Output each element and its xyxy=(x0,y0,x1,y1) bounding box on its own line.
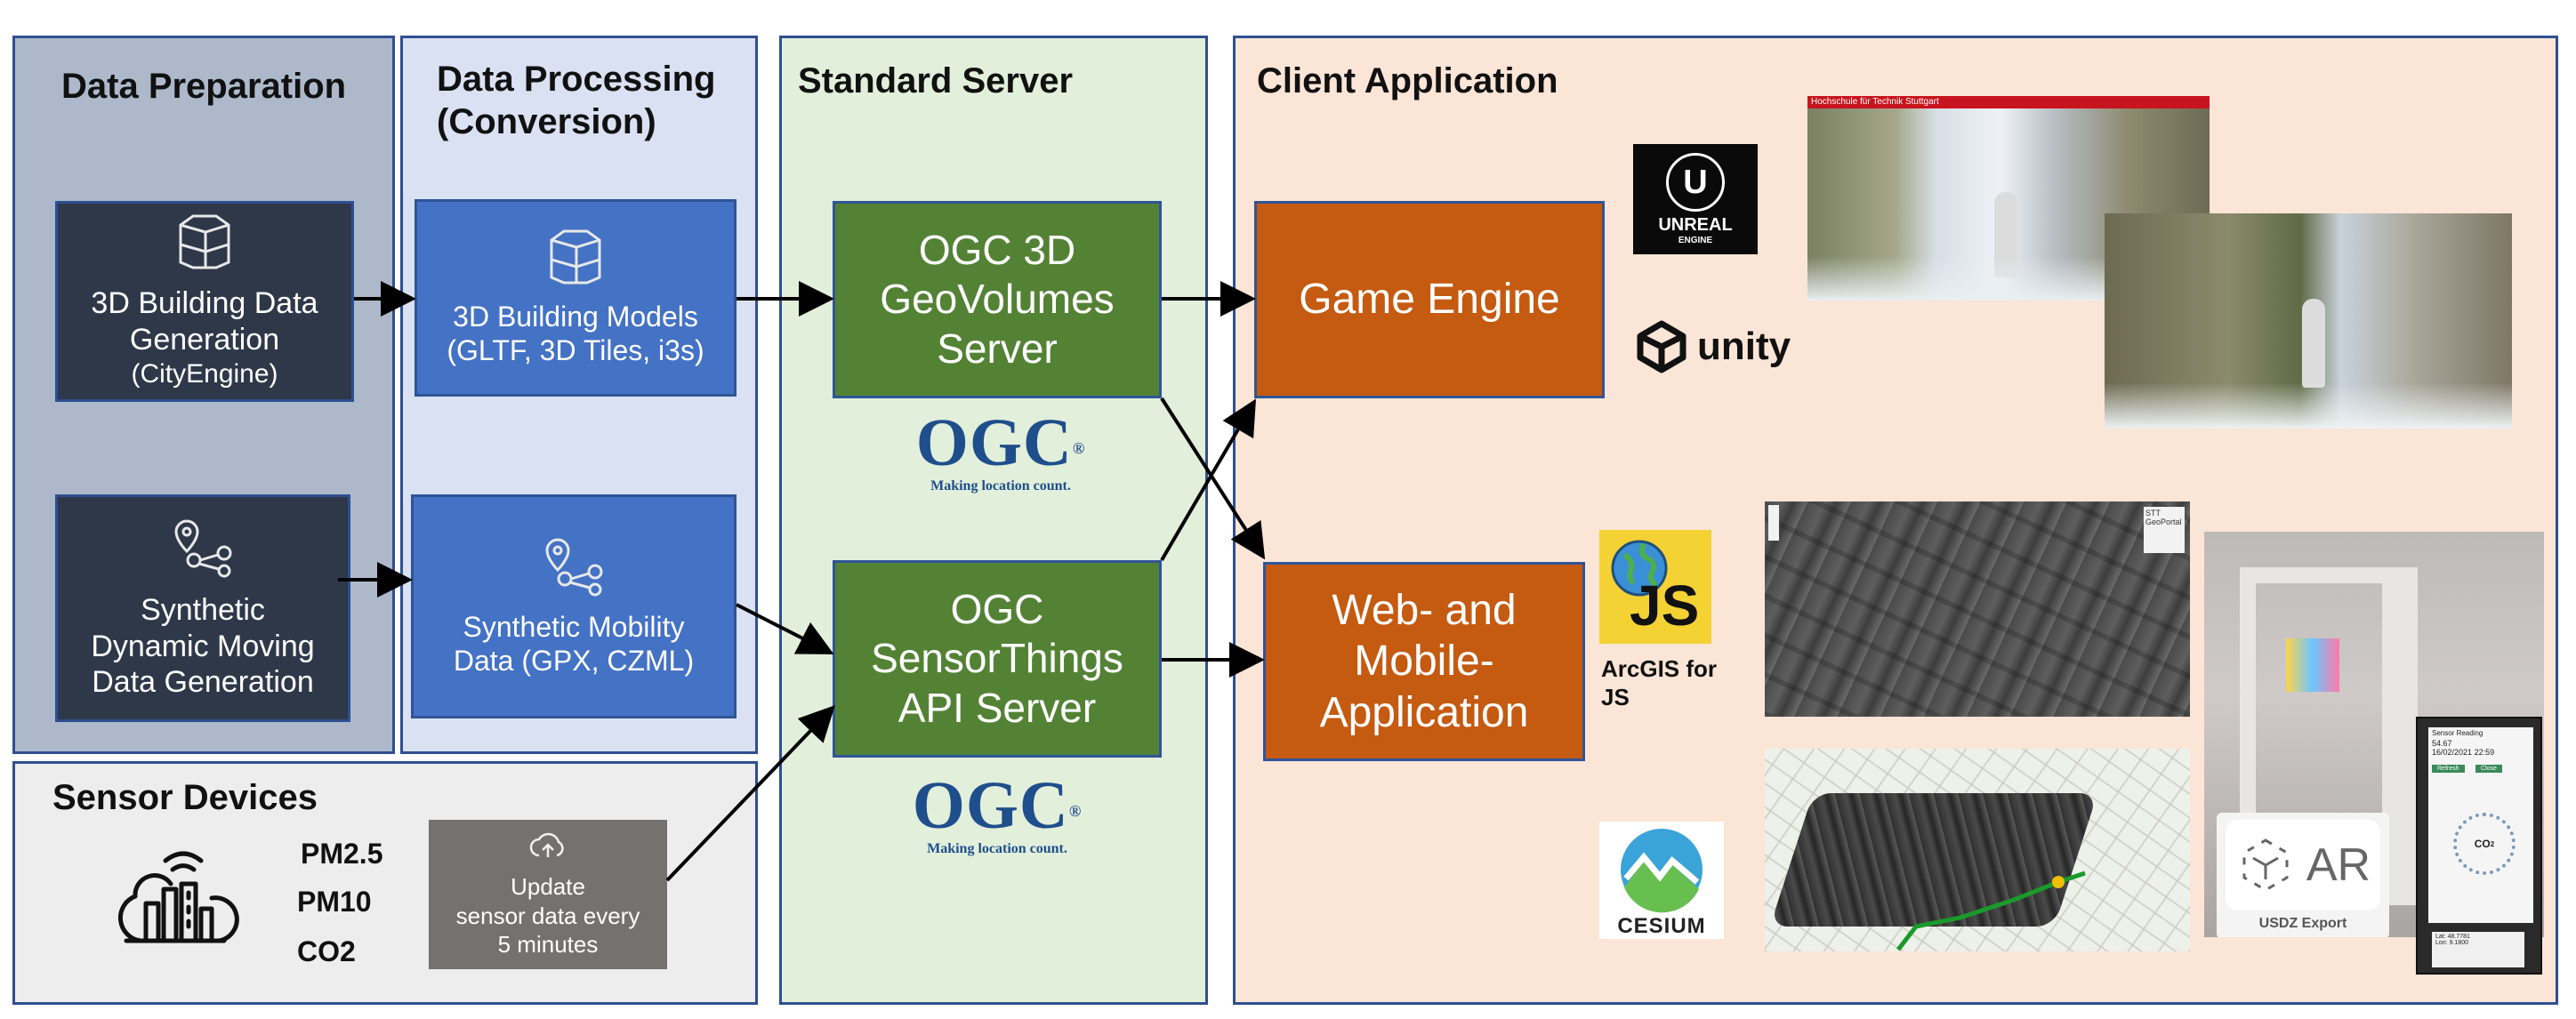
cesium-logo: CESIUM xyxy=(1599,822,1724,939)
ar-cube-icon xyxy=(2242,838,2289,892)
unreal-engine-logo: U UNREAL ENGINE xyxy=(1633,144,1758,254)
reading-pm25: PM2.5 xyxy=(301,838,383,870)
globe-icon xyxy=(1611,540,1668,597)
gps-track-line xyxy=(1896,871,2086,951)
route-pin-icon xyxy=(167,516,238,587)
sensorthings-server-node: OGC SensorThings API Server xyxy=(833,560,1162,758)
standard-server-panel: Standard Server xyxy=(779,36,1208,1005)
phone-sensor-screenshot: Sensor Reading 54.67 16/02/2021 22:59 Re… xyxy=(2416,717,2542,975)
unity-logo: unity xyxy=(1633,318,1791,375)
route-pin-icon xyxy=(538,534,609,604)
arcgis-caption: ArcGIS for JS xyxy=(1601,655,1718,710)
ogc-logo-bottom: OGC® Making location count. xyxy=(912,768,1083,856)
data-preparation-title: Data Preparation xyxy=(61,67,347,106)
game-engine-node: Game Engine xyxy=(1254,201,1605,398)
unreal-mark-icon: U xyxy=(1666,153,1725,212)
arcgis-js-logo: JS xyxy=(1599,530,1711,644)
standard-server-title: Standard Server xyxy=(798,61,1074,100)
reading-pm10: PM10 xyxy=(297,886,372,918)
web-mobile-node: Web- and Mobile- Application xyxy=(1263,562,1585,761)
update-interval-box: Update sensor data every 5 minutes xyxy=(429,820,667,969)
ar-badge[interactable]: AR USDZ Export xyxy=(2217,813,2389,937)
cubes-icon xyxy=(544,228,607,293)
smart-city-sensor-icon xyxy=(109,839,242,959)
client-application-title: Client Application xyxy=(1257,61,1558,100)
cloud-upload-icon xyxy=(528,830,568,868)
synthetic-generation-node: Synthetic Dynamic Moving Data Generation xyxy=(55,494,350,722)
geovolumes-server-node: OGC 3D GeoVolumes Server xyxy=(833,201,1162,398)
walking-avatar xyxy=(2302,299,2325,388)
building-models-node: 3D Building Models (GLTF, 3D Tiles, i3s) xyxy=(415,199,737,397)
data-processing-title: Data Processing (Conversion) xyxy=(437,60,716,141)
map-zoom-controls[interactable] xyxy=(1768,505,1779,541)
mobility-data-node: Synthetic Mobility Data (GPX, CZML) xyxy=(411,494,737,718)
building-generation-node: 3D Building Data Generation (CityEngine) xyxy=(55,201,354,402)
game-screenshot-2 xyxy=(2105,213,2512,429)
cesium-mountain-icon xyxy=(1621,829,1703,913)
sensor-devices-title: Sensor Devices xyxy=(52,778,318,817)
reading-co2: CO2 xyxy=(297,935,356,967)
cubes-icon xyxy=(173,213,236,280)
ogc-logo-top: OGC® Making location count. xyxy=(915,405,1086,493)
web-map-screenshot xyxy=(1765,749,2190,951)
web-3d-city-screenshot: STT GeoPortal xyxy=(1765,501,2190,717)
unity-cube-icon xyxy=(1637,320,1686,373)
